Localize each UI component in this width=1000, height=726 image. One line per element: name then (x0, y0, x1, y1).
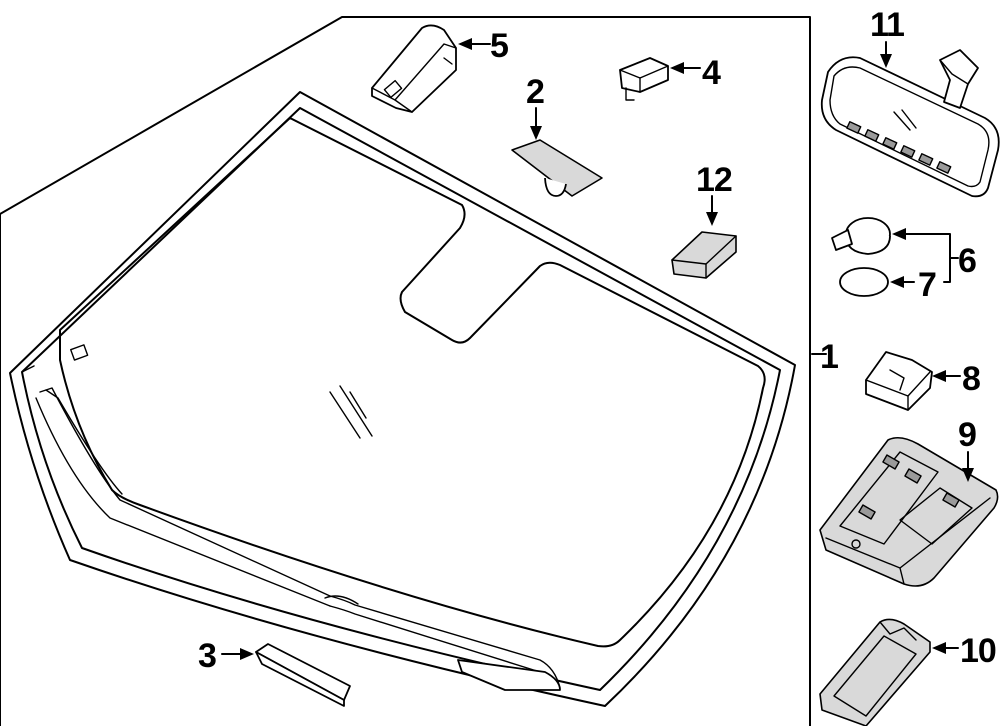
arrow-6 (892, 228, 906, 240)
arrow-8 (932, 370, 946, 382)
callout-7: 7 (918, 266, 936, 304)
callout-10: 10 (960, 632, 996, 670)
windshield-glass (9, 91, 796, 707)
part-12-module (671, 231, 737, 279)
callout-6: 6 (958, 242, 976, 280)
part-7-gasket (839, 267, 889, 297)
callout-5: 5 (490, 27, 508, 65)
part-3-strip (255, 643, 351, 707)
part-5-bracket (371, 24, 457, 113)
arrow-4 (670, 62, 684, 74)
part-8-clip (865, 351, 933, 411)
part-6-sensor (831, 217, 891, 255)
callout-11: 11 (870, 6, 904, 44)
callout-1: 1 (820, 338, 838, 376)
callout-labels: 5 4 2 12 1 3 11 6 7 8 9 10 (198, 6, 997, 675)
arrow-2 (530, 126, 542, 140)
arrow-5 (458, 38, 472, 50)
arrow-9 (962, 468, 974, 482)
callout-2: 2 (526, 73, 544, 111)
arrow-11 (880, 54, 892, 68)
callout-4: 4 (702, 54, 721, 92)
arrow-3 (240, 648, 254, 660)
part-9-housing (819, 436, 999, 587)
part-4-clip (619, 57, 669, 101)
part-11-mirror (820, 49, 1000, 198)
part-2-pad (511, 139, 603, 197)
callout-9: 9 (958, 416, 976, 454)
arrow-7 (890, 276, 904, 288)
callout-8: 8 (962, 360, 980, 398)
leader-lines (221, 38, 974, 660)
arrow-12 (706, 212, 718, 226)
part-10-lens (819, 618, 931, 726)
callout-12: 12 (696, 161, 732, 199)
callout-3: 3 (198, 637, 216, 675)
assembly-frame (0, 16, 811, 726)
arrow-10 (932, 642, 946, 654)
